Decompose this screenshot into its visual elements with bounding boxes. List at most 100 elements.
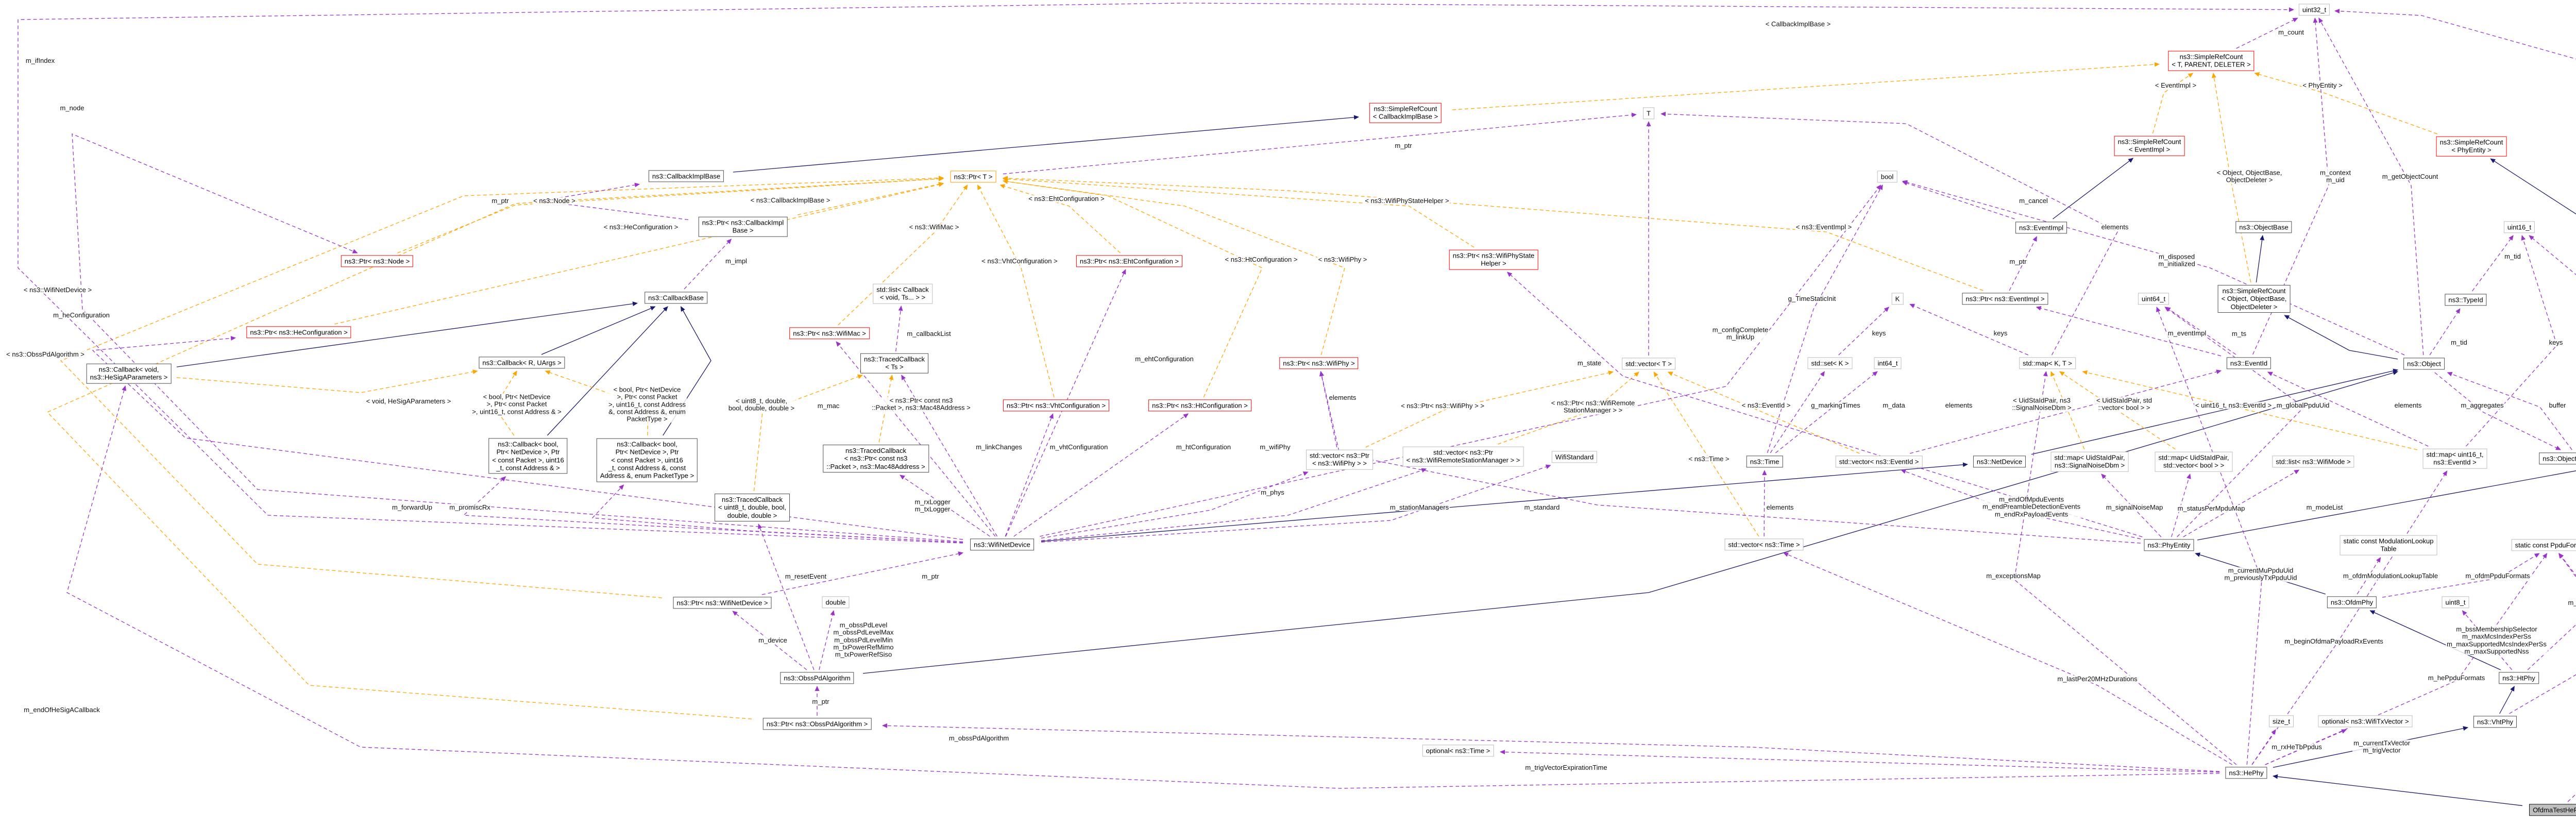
class-node-cb_bool7[interactable]: ns3::Callback< bool,Ptr< NetDevice >, Pt…	[596, 438, 698, 482]
class-node-ptr_t[interactable]: ns3::Ptr< T >	[950, 171, 996, 183]
class-node-ptr_node[interactable]: ns3::Ptr< ns3::Node >	[341, 255, 414, 267]
class-node-int64[interactable]: int64_t	[1874, 357, 1902, 369]
edge-ptr_wifinetdevice-wifinetdevice	[761, 551, 963, 595]
class-node-obsspdalgorithm[interactable]: ns3::ObssPdAlgorithm	[780, 672, 854, 684]
class-node-vhtphy[interactable]: ns3::VhtPhy	[2473, 716, 2517, 728]
class-node-ofdmphy[interactable]: ns3::OfdmPhy	[2327, 596, 2377, 609]
class-node-ppduformats[interactable]: static const PpduFormats	[2511, 539, 2576, 551]
class-node-vec_eventid[interactable]: std::vector< ns3::EventId >	[1835, 455, 1923, 468]
class-node-eventid[interactable]: ns3::EventId	[2226, 357, 2272, 369]
class-node-k_box[interactable]: K	[1891, 293, 1904, 305]
class-node-ptr_wifiphy[interactable]: ns3::Ptr< ns3::WifiPhy >	[1279, 357, 1359, 369]
class-node-ptr_heconf[interactable]: ns3::Ptr< ns3::HeConfiguration >	[246, 326, 351, 339]
edge-label-line: m_ptr	[492, 196, 509, 205]
edge-label-line: < uint16_t, ns3::EventId >	[2195, 401, 2272, 409]
class-node-opt_txvector[interactable]: optional< ns3::WifiTxVector >	[2318, 715, 2413, 728]
class-node-label: std::vector< ns3::EventId >	[1839, 458, 1919, 466]
class-node-ptr_wifimac[interactable]: ns3::Ptr< ns3::WifiMac >	[789, 327, 870, 340]
class-node-set_k[interactable]: std::set< K >	[1807, 357, 1853, 369]
edge-label-m_linkChanges: m_linkChanges	[975, 443, 1023, 451]
class-node-vec_stamanagers[interactable]: std::vector< ns3::Ptr< ns3::WifiRemoteSt…	[1402, 446, 1524, 467]
class-node-label: ns3::ObssPdAlgorithm	[784, 674, 851, 682]
class-node-ptr_eventimpl[interactable]: ns3::Ptr< ns3::EventImpl >	[1962, 293, 2048, 305]
class-node-ptr_ehtconf[interactable]: ns3::Ptr< ns3::EhtConfiguration >	[1076, 255, 1183, 267]
class-node-uint32[interactable]: uint32_t	[2298, 4, 2330, 16]
class-node-list_wifimode[interactable]: std::list< ns3::WifiMode >	[2272, 455, 2354, 468]
class-node-t_box[interactable]: T	[1643, 107, 1654, 120]
class-node-map_eventid16[interactable]: std::map< uint16_t,ns3::EventId >	[2422, 448, 2487, 469]
class-node-wifistandard[interactable]: WifiStandard	[1551, 451, 1598, 463]
class-node-typeid_box[interactable]: ns3::TypeId	[2445, 294, 2487, 306]
class-node-src_phyentity[interactable]: ns3::SimpleRefCount< PhyEntity >	[2436, 136, 2507, 157]
class-node-htphy[interactable]: ns3::HtPhy	[2499, 672, 2539, 684]
class-node-hephy[interactable]: ns3::HePhy	[2225, 767, 2267, 779]
class-node-objectbase[interactable]: ns3::ObjectBase	[2235, 221, 2292, 233]
class-node-vec_wifiphy[interactable]: std::vector< ns3::Ptr< ns3::WifiPhy > >	[1306, 449, 1373, 470]
edge-ptr_ehtconf-ptr_t	[999, 184, 1121, 254]
class-node-ptr_vhtconf[interactable]: ns3::Ptr< ns3::VhtConfiguration >	[1003, 399, 1110, 412]
edge-hephy-ppduformats	[2265, 553, 2548, 765]
class-node-wifinetdevice[interactable]: ns3::WifiNetDevice	[970, 538, 1034, 551]
edge-label-< EventImpl >: < EventImpl >	[2154, 81, 2198, 90]
class-node-ptr_obsspd[interactable]: ns3::Ptr< ns3::ObssPdAlgorithm >	[762, 718, 872, 730]
edge-wifinetdevice-cb_bool7	[591, 484, 963, 543]
class-node-netdevice[interactable]: ns3::NetDevice	[1973, 455, 2026, 468]
edge-htphy-ppduformats	[2527, 553, 2576, 670]
edge-label-< ns3::EventId >: < ns3::EventId >	[1740, 401, 1792, 410]
class-node-ptr_htconf[interactable]: ns3::Ptr< ns3::HtConfiguration >	[1148, 399, 1251, 412]
class-node-map_signalnoise[interactable]: std::map< UidStaIdPair,ns3::SignalNoiseD…	[2050, 451, 2129, 472]
class-node-bool[interactable]: bool	[1877, 171, 1897, 183]
class-node-map_vectorbool[interactable]: std::map< UidStaIdPair,std::vector< bool…	[2155, 451, 2233, 472]
class-node-uint8[interactable]: uint8_t	[2442, 596, 2469, 609]
class-node-vec_time[interactable]: std::vector< ns3::Time >	[1724, 538, 1804, 551]
class-node-ofdmatesthephy[interactable]: OfdmaTestHePhy	[2529, 804, 2576, 816]
class-node-uint16[interactable]: uint16_t	[2503, 221, 2535, 233]
edge-label-line: m_ofdmPpduFormats	[2465, 571, 2530, 580]
edge-label-line: >, uint16_t, const Address & >	[472, 408, 562, 416]
class-node-cb_void_hesiga[interactable]: ns3::Callback< void,ns3::HeSigAParameter…	[86, 363, 172, 384]
edge-label-line: m_trigVectorExpirationTime	[1525, 763, 1607, 771]
edge-label-line: m_signalNoiseMap	[2106, 503, 2163, 511]
class-node-tc_packet_mac48[interactable]: ns3::TracedCallback< ns3::Ptr< const ns3…	[823, 445, 929, 472]
class-node-callbackbase[interactable]: ns3::CallbackBase	[645, 292, 707, 304]
edge-ptr_wifiphy-ptr_t	[1003, 179, 1345, 356]
class-node-label: < ns3::Ptr< const ns3	[844, 454, 908, 463]
class-node-opt_time[interactable]: optional< ns3::Time >	[1422, 745, 1494, 757]
class-node-vec_t[interactable]: std::vector< T >	[1622, 358, 1675, 370]
class-node-cb_r_uargs[interactable]: ns3::Callback< R, UArgs >	[479, 357, 565, 369]
class-node-size_t_box[interactable]: size_t	[2269, 715, 2294, 728]
class-node-cb_bool4[interactable]: ns3::Callback< bool,Ptr< NetDevice >, Pt…	[488, 438, 568, 474]
edge-label-< bool, Ptr< NetDevice: < bool, Ptr< NetDevice>, Ptr< const Pack…	[607, 385, 687, 423]
class-node-tc_ts[interactable]: ns3::TracedCallback< Ts >	[860, 353, 929, 374]
class-node-src_generic[interactable]: ns3::SimpleRefCount< T, PARENT, DELETER …	[2168, 50, 2255, 71]
class-node-callbackimplbase[interactable]: ns3::CallbackImplBase	[648, 170, 724, 182]
class-node-double_box[interactable]: double	[822, 596, 850, 609]
class-node-list_cb[interactable]: std::list< Callback< void, Ts... > >	[873, 283, 933, 304]
class-node-phyentity[interactable]: ns3::PhyEntity	[2144, 539, 2194, 551]
class-node-src_eventimpl[interactable]: ns3::SimpleRefCount< EventImpl >	[2114, 136, 2185, 156]
class-node-eventimpl[interactable]: ns3::EventImpl	[2015, 222, 2067, 234]
class-node-uint64[interactable]: uint64_t	[2138, 293, 2170, 305]
edge-label-line: m_currentMuPpduUid	[2228, 566, 2294, 575]
class-node-map_kt[interactable]: std::map< K, T >	[2019, 357, 2076, 369]
class-node-label: ns3::Ptr< ns3::HtConfiguration >	[1152, 401, 1248, 410]
class-node-object[interactable]: ns3::Object	[2403, 358, 2445, 370]
class-node-src_cb[interactable]: ns3::SimpleRefCount< CallbackImplBase >	[1369, 103, 1442, 123]
class-node-label: ns3::NetDevice	[1976, 458, 2023, 466]
edge-ptr_heconf-ptr_t	[334, 182, 944, 325]
class-node-aggregates[interactable]: ns3::Object::Aggregates	[2539, 452, 2576, 465]
class-node-label: std::vector< T >	[1625, 360, 1672, 368]
class-node-label: ns3::Ptr< ns3::WifiPhyState	[1452, 251, 1535, 260]
class-node-label: ns3::Ptr< ns3::VhtConfiguration >	[1006, 401, 1106, 410]
class-node-src_object[interactable]: ns3::SimpleRefCount< Object, ObjectBase,…	[2217, 285, 2291, 313]
class-node-ptr_wifinetdevice[interactable]: ns3::Ptr< ns3::WifiNetDevice >	[673, 597, 772, 609]
edge-wifinetdevice-netdevice	[1041, 462, 1968, 542]
class-node-tc_reset[interactable]: ns3::TracedCallback< uint8_t, double, bo…	[715, 494, 790, 521]
edge-label-line: m_ifIndex	[25, 56, 55, 64]
edge-label-m_ifIndex: m_ifIndex	[24, 56, 56, 65]
class-node-time_box[interactable]: ns3::Time	[1746, 455, 1783, 468]
